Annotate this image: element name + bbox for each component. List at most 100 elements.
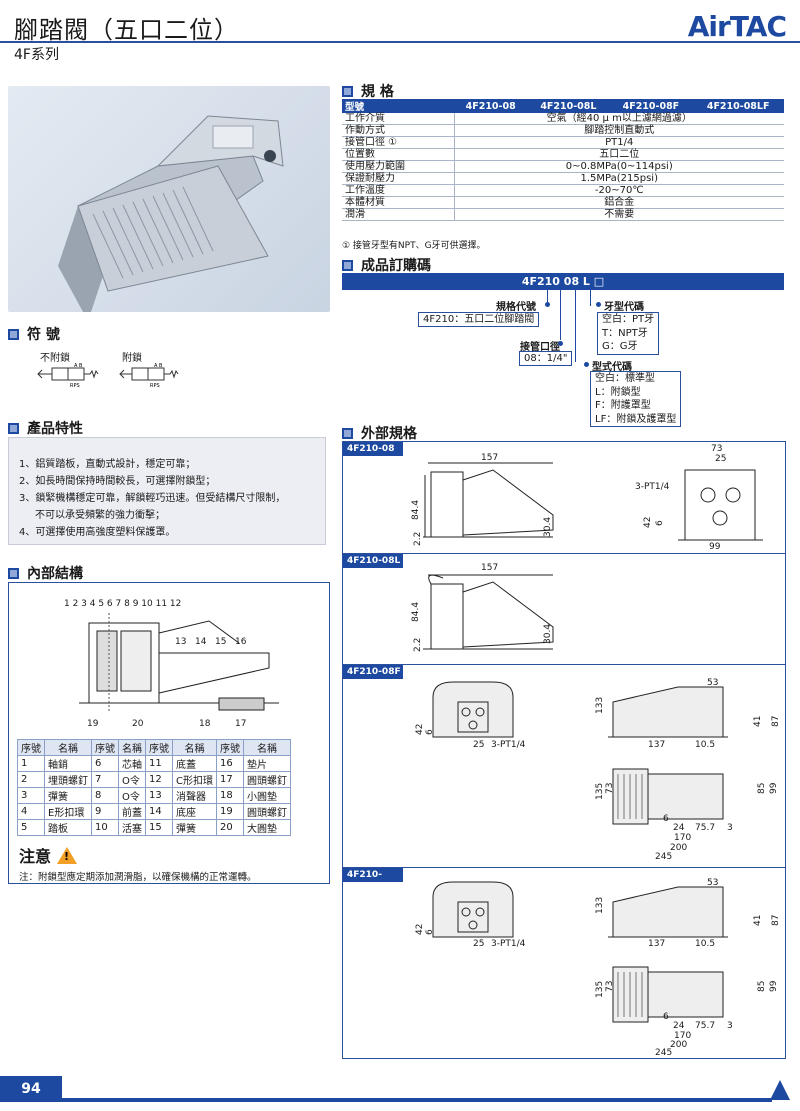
dim-label: 133 bbox=[595, 696, 605, 714]
dim-label: 200 bbox=[670, 1040, 688, 1050]
symbol-label-no-lock: 不附鎖 bbox=[40, 353, 70, 364]
dim-label: 245 bbox=[655, 852, 673, 862]
dim-label: 87 bbox=[771, 715, 781, 727]
model-code-title: 規格代號 bbox=[496, 302, 536, 313]
order-code-bar: 4F210 08 L □ bbox=[342, 273, 784, 290]
dim-label: 137 bbox=[648, 740, 666, 750]
dim-label: 84.4 bbox=[411, 499, 421, 520]
dim-label: 135 bbox=[595, 980, 605, 998]
dim-label: 73 bbox=[711, 444, 723, 454]
side-view-08-icon bbox=[423, 462, 554, 538]
callout: 19 bbox=[87, 719, 99, 729]
svg-text:A B: A B bbox=[74, 363, 83, 369]
dim-label: 10.5 bbox=[695, 939, 716, 949]
section-marker-icon bbox=[8, 567, 19, 579]
dim-label: 42 bbox=[415, 923, 425, 935]
callout: 13 bbox=[175, 637, 187, 647]
callout: 18 bbox=[199, 719, 211, 729]
divider bbox=[343, 553, 785, 554]
dimensions-heading: 外部規格 bbox=[342, 423, 417, 443]
dim-label: 157 bbox=[481, 563, 499, 573]
spec-table: 型號 4F210-08 4F210-08L 4F210-08F 4F210-08… bbox=[342, 99, 784, 221]
dim-label: 10.5 bbox=[695, 740, 716, 750]
parts-header-row: 序號名稱 序號名稱 序號名稱 序號名稱 bbox=[17, 739, 291, 756]
svg-text:A B: A B bbox=[154, 363, 163, 369]
table-row: 作動方式腳踏控制直動式 bbox=[342, 124, 784, 137]
caution-note: 注：附鎖型應定期添加潤滑脂，以確保機構的正常運轉。 bbox=[19, 872, 257, 883]
dim-label: 30.4 bbox=[543, 623, 553, 644]
spec-note: ① 接管牙型有NPT、G牙可供選擇。 bbox=[342, 241, 486, 251]
bullet-icon bbox=[596, 302, 601, 307]
dim-label: 99 bbox=[709, 542, 721, 552]
dim-label: 6 bbox=[425, 929, 435, 935]
dim-label: 42 bbox=[643, 516, 653, 528]
caution-heading: 注意 ! bbox=[19, 843, 78, 867]
dim-label: 2.2 bbox=[413, 531, 423, 546]
feature-item: 2、如長時間保持時間較長，可選擇附鎖型； bbox=[19, 476, 216, 487]
valve-symbol-icon: A B RPS A B RPS bbox=[37, 363, 179, 388]
feature-item: 3、鎖緊機構穩定可靠，解鎖輕巧迅速。但受結構尺寸限制， bbox=[19, 493, 286, 504]
dim-label: 53 bbox=[707, 878, 719, 888]
section-marker-icon bbox=[8, 328, 19, 340]
model-tag: 4F210-08 bbox=[343, 442, 403, 456]
section-marker-icon bbox=[342, 427, 353, 439]
end-view-08-icon bbox=[678, 469, 763, 541]
section-marker-icon bbox=[8, 422, 19, 434]
internal-structure-box: 1 2 3 4 5 6 7 8 9 10 11 12 13 14 15 16 1… bbox=[8, 582, 330, 884]
model-tag: 4F210-08F bbox=[343, 665, 403, 679]
divider bbox=[343, 867, 785, 868]
thread-box: 空白：PT牙 T：NPT牙 G：G牙 bbox=[597, 312, 660, 355]
bullet-icon bbox=[584, 362, 589, 367]
features-box: 1、鋁質踏板，直動式設計，穩定可靠； 2、如長時間保持時間較長，可選擇附鎖型； … bbox=[8, 437, 326, 545]
dim-label: 3 bbox=[727, 1021, 733, 1031]
brand-mark-icon bbox=[770, 1080, 790, 1100]
dim-label: 41 bbox=[753, 715, 763, 727]
dim-label: 75.7 bbox=[695, 823, 716, 833]
section-marker-icon bbox=[342, 259, 353, 271]
front-view-08LF-icon bbox=[432, 881, 514, 938]
dim-label: 135 bbox=[595, 782, 605, 800]
port-box: 08：1/4" bbox=[519, 351, 573, 366]
cross-section-drawing-icon bbox=[79, 613, 279, 713]
features-heading: 產品特性 bbox=[8, 418, 83, 438]
callout: 15 bbox=[215, 637, 227, 647]
symbol-heading: 符 號 bbox=[8, 324, 60, 344]
svg-text:RPS: RPS bbox=[70, 383, 80, 388]
callouts-top: 1 2 3 4 5 6 7 8 9 10 11 12 bbox=[64, 599, 182, 609]
dimensions-panel: 4F210-08 4F210-08L 4F210-08F 4F210-08LF … bbox=[342, 441, 786, 1059]
specs-heading: 規 格 bbox=[342, 81, 394, 101]
header-rule bbox=[0, 41, 800, 43]
table-row: 潤滑不需要 bbox=[342, 208, 784, 221]
dim-label: 245 bbox=[655, 1048, 673, 1058]
dim-label: 53 bbox=[707, 678, 719, 688]
dim-label: 85 bbox=[757, 782, 767, 794]
feature-item: 4、可選擇使用高強度塑料保護罩。 bbox=[19, 527, 176, 538]
dim-label: 3-PT1/4 bbox=[491, 939, 526, 949]
dim-label: 73 bbox=[605, 980, 615, 992]
footer-rule bbox=[62, 1098, 772, 1102]
page-number: 94 bbox=[0, 1076, 62, 1102]
leader-line bbox=[560, 290, 561, 340]
dim-label: 24 bbox=[673, 1021, 685, 1031]
front-view-08F-icon bbox=[432, 681, 514, 738]
top-view-08F-icon bbox=[612, 768, 724, 825]
dim-label: 25 bbox=[473, 939, 485, 949]
type-title: 型式代碼 bbox=[592, 362, 632, 373]
feature-item: 不可以承受頻繁的強力衝擊； bbox=[35, 510, 165, 521]
section-marker-icon bbox=[342, 85, 353, 97]
warning-icon: ! bbox=[57, 846, 78, 864]
dim-label: 133 bbox=[595, 896, 605, 914]
callout: 17 bbox=[235, 719, 247, 729]
model-tag: 4F210-08L bbox=[343, 554, 403, 568]
ordering-heading: 成品訂購碼 bbox=[342, 255, 431, 275]
callout: 20 bbox=[132, 719, 144, 729]
dim-label: 6 bbox=[655, 520, 665, 526]
leader-line bbox=[547, 290, 548, 304]
dim-label: 157 bbox=[481, 453, 499, 463]
dim-label: 99 bbox=[769, 782, 779, 794]
dim-label: 24 bbox=[673, 823, 685, 833]
